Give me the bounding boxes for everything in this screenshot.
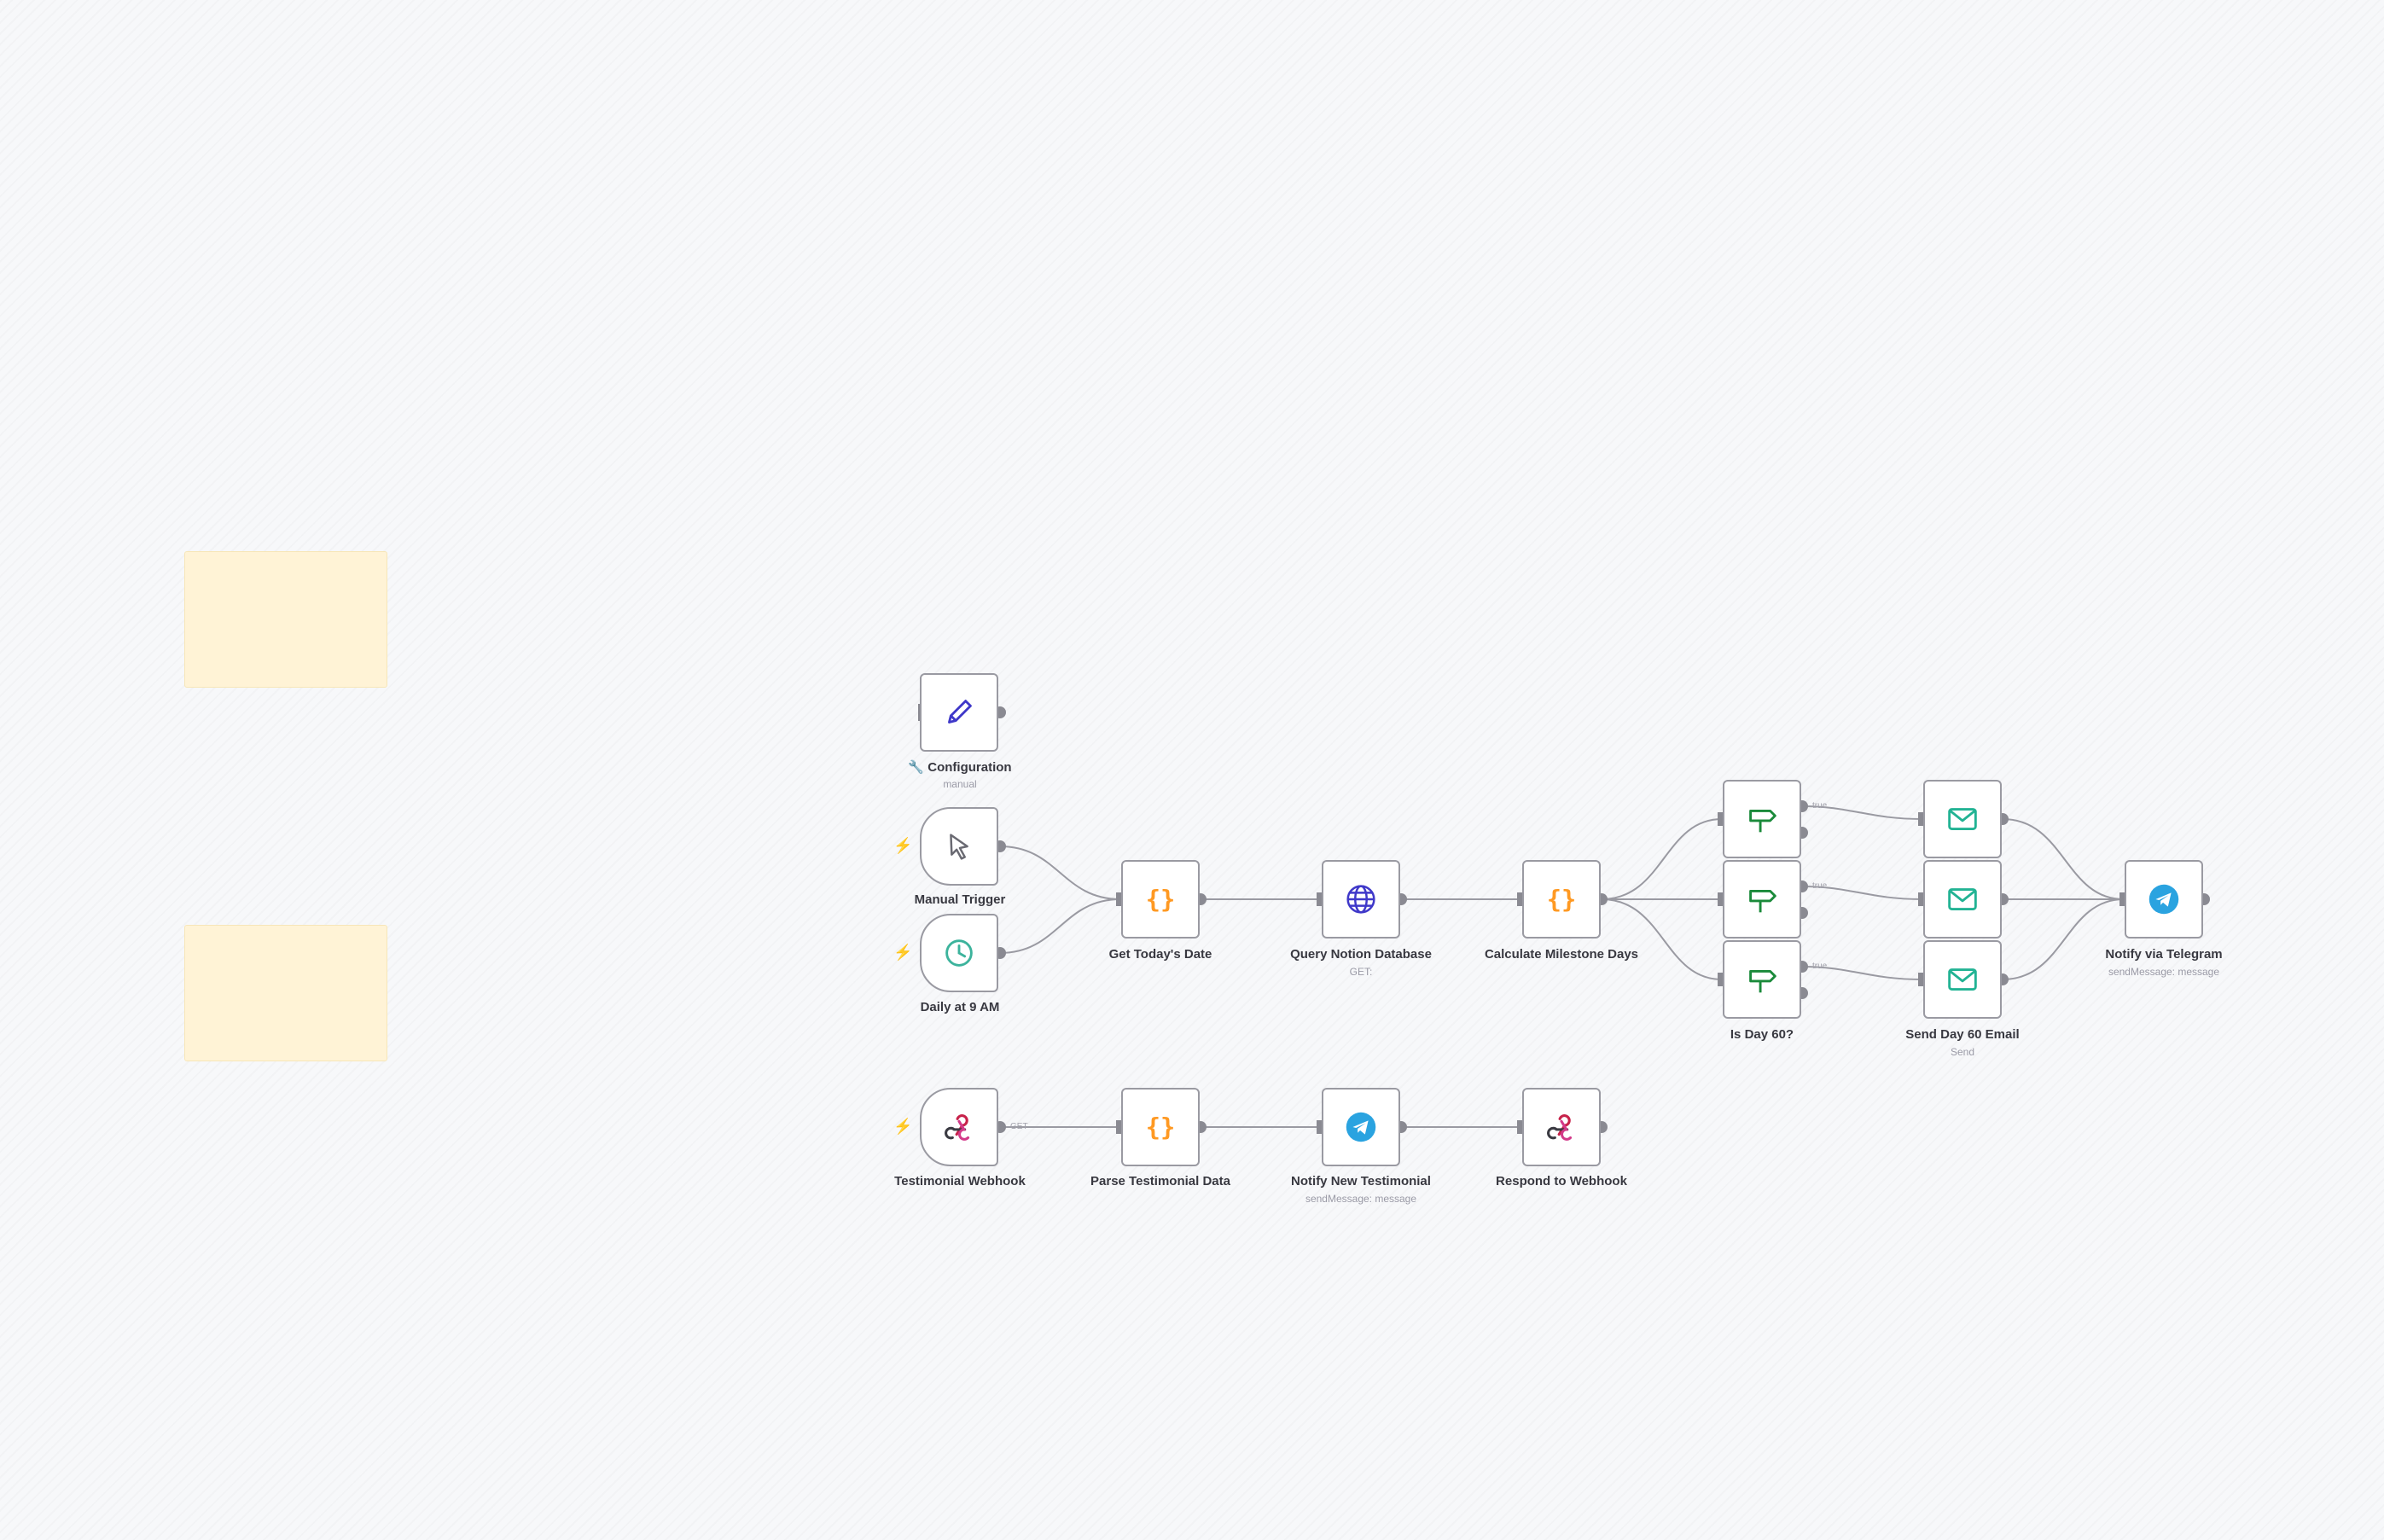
node-if-1[interactable] — [1723, 780, 1801, 858]
trigger-bolt-icon: ⚡ — [893, 837, 913, 854]
sticky-note[interactable] — [184, 551, 387, 688]
node-calculate-milestone-days[interactable]: {} — [1522, 860, 1601, 939]
node-label: Notify via Telegram — [2105, 947, 2223, 962]
input-handle — [1317, 1120, 1322, 1134]
node-send-email-2[interactable] — [1923, 860, 2002, 939]
trigger-bolt-icon: ⚡ — [893, 1118, 913, 1135]
node-get-todays-date[interactable]: {} — [1121, 860, 1200, 939]
node-label: Daily at 9 AM — [920, 1000, 1000, 1014]
input-handle — [1317, 892, 1322, 906]
node-send-email-1[interactable] — [1923, 780, 2002, 858]
connection-if1-to-email1 — [1801, 805, 1923, 820]
node-label: 🔧 Configuration — [908, 760, 1012, 775]
edge-tag-true: true — [1812, 801, 1828, 811]
mail-icon — [1943, 960, 1982, 999]
edge-tag-true: true — [1812, 962, 1828, 971]
signpost-icon — [1742, 960, 1782, 999]
node-notify-new-testimonial[interactable] — [1322, 1088, 1400, 1166]
node-label: Calculate Milestone Days — [1484, 947, 1639, 962]
connection-manual-to-date — [999, 846, 1121, 900]
trigger-bolt-icon: ⚡ — [893, 944, 913, 961]
node-label: Send Day 60 Email — [1905, 1027, 2020, 1042]
node-respond-to-webhook[interactable] — [1522, 1088, 1601, 1166]
code-braces-icon: {} — [1141, 880, 1180, 919]
input-handle — [1517, 1120, 1522, 1134]
input-handle — [1918, 892, 1923, 906]
mail-icon — [1943, 799, 1982, 839]
sticky-note[interactable] — [184, 925, 387, 1061]
connection-daily-to-date — [999, 898, 1121, 954]
input-handle — [2119, 892, 2125, 906]
input-handle — [1517, 892, 1522, 906]
node-sublabel: Send — [1950, 1046, 1975, 1058]
connection-if2-to-email2 — [1801, 886, 1923, 900]
webhook-icon — [1542, 1107, 1581, 1147]
code-braces-icon: {} — [1141, 1107, 1180, 1147]
edge-tag-get: GET — [1010, 1122, 1028, 1131]
node-query-notion-database[interactable] — [1322, 860, 1400, 939]
input-handle — [1718, 892, 1723, 906]
node-if-2[interactable] — [1723, 860, 1801, 939]
connection-email3-to-telegram — [2002, 898, 2125, 980]
edge-tag-true: true — [1812, 881, 1828, 891]
webhook-icon — [939, 1107, 979, 1147]
node-testimonial-webhook[interactable] — [920, 1088, 998, 1166]
code-braces-icon: {} — [1542, 880, 1581, 919]
connection-if3-to-email3 — [1801, 966, 1923, 980]
node-configuration[interactable] — [920, 673, 998, 752]
node-sublabel: GET: — [1349, 966, 1373, 978]
node-label: Respond to Webhook — [1496, 1174, 1627, 1188]
telegram-icon — [2144, 880, 2183, 919]
node-sublabel: sendMessage: message — [1305, 1193, 1417, 1205]
telegram-icon — [1341, 1107, 1381, 1147]
svg-text:{}: {} — [1146, 1113, 1176, 1142]
node-label: Notify New Testimonial — [1291, 1174, 1431, 1188]
input-handle — [1718, 973, 1723, 986]
input-handle — [1918, 812, 1923, 826]
globe-icon — [1341, 880, 1381, 919]
node-label: Is Day 60? — [1730, 1027, 1794, 1042]
cursor-icon — [939, 827, 979, 866]
pencil-icon — [939, 693, 979, 732]
node-label: Query Notion Database — [1290, 947, 1432, 962]
node-manual-trigger[interactable] — [920, 807, 998, 886]
signpost-icon — [1742, 799, 1782, 839]
mail-icon — [1943, 880, 1982, 919]
svg-text:{}: {} — [1146, 885, 1176, 914]
connection-email1-to-telegram — [2002, 818, 2125, 900]
connection-calc-to-if3 — [1601, 898, 1723, 980]
node-label: Parse Testimonial Data — [1090, 1174, 1230, 1188]
node-notify-via-telegram[interactable] — [2125, 860, 2203, 939]
node-daily-schedule[interactable] — [920, 914, 998, 992]
connection-calc-to-if1 — [1601, 818, 1723, 900]
node-sublabel: sendMessage: message — [2108, 966, 2220, 978]
node-label: Get Today's Date — [1108, 947, 1212, 962]
input-handle — [1918, 973, 1923, 986]
node-send-day-60-email[interactable] — [1923, 940, 2002, 1019]
signpost-icon — [1742, 880, 1782, 919]
node-parse-testimonial-data[interactable]: {} — [1121, 1088, 1200, 1166]
input-handle — [1718, 812, 1723, 826]
node-label: Manual Trigger — [914, 892, 1006, 907]
input-handle — [1116, 1120, 1121, 1134]
node-sublabel: manual — [943, 778, 977, 790]
svg-text:{}: {} — [1547, 885, 1577, 914]
node-label: Testimonial Webhook — [894, 1174, 1026, 1188]
node-if-day-60[interactable] — [1723, 940, 1801, 1019]
clock-icon — [939, 933, 979, 973]
input-handle — [1116, 892, 1121, 906]
